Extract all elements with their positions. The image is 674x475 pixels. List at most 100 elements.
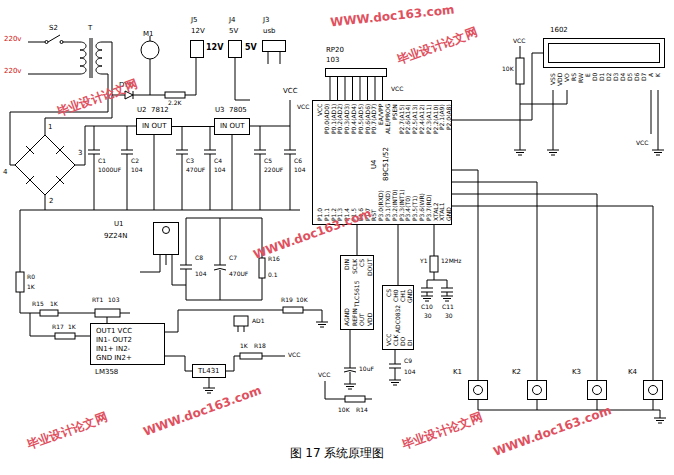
component-label: R16 <box>268 256 280 262</box>
mains-input <box>28 35 80 74</box>
wire <box>395 350 396 380</box>
pin-label: P0.6(AD6) <box>365 104 371 134</box>
pin-label: D2 <box>606 73 612 81</box>
ground-symbol <box>203 150 666 423</box>
capacitor-symbol <box>344 368 356 372</box>
pin-label: ALE/PROG <box>385 104 391 134</box>
mounting-hole <box>162 226 170 234</box>
resistor-symbol <box>40 310 58 316</box>
pin-label: CS <box>386 289 392 297</box>
pin-label: P0.4(AD4) <box>351 104 357 134</box>
component-label: 1K <box>68 324 76 330</box>
part-label: U3 <box>215 107 225 114</box>
transformer <box>90 38 92 78</box>
wire <box>209 356 285 388</box>
component-label: M1 <box>143 31 154 38</box>
component-label: C8 <box>195 255 203 261</box>
transformer <box>80 42 86 74</box>
pin-label: P0.7(AD7) <box>371 104 377 134</box>
part-label: IN OUT <box>220 123 244 130</box>
part-label: K4 <box>628 369 637 376</box>
pin-label: P3.4(T0) <box>405 196 411 221</box>
resistor-symbol <box>16 58 524 402</box>
ground-symbol <box>441 296 453 301</box>
part-label: 7805 <box>229 107 247 114</box>
push-button: K4 <box>643 380 663 400</box>
component-label: 12V <box>206 44 223 52</box>
mains-input <box>28 35 80 74</box>
component-label: VCC <box>283 88 298 95</box>
ground-symbol <box>389 380 401 385</box>
part-label: GND IN2+ <box>96 355 132 362</box>
pin-label: P1.0 <box>317 208 323 221</box>
wire <box>330 77 383 100</box>
adc-chip: CSCH0CH1GNDADC0832VCCCLKDODI <box>382 285 414 350</box>
mosfet: U19Z24N <box>153 222 179 255</box>
mains-input <box>60 41 63 44</box>
pin-label: P2.4(A12) <box>419 104 425 134</box>
pin-label: CH0 <box>393 289 399 302</box>
pin-label: P0.3(AD3) <box>344 104 350 134</box>
part-label: U1 <box>114 221 124 228</box>
part-label: RP20 <box>326 47 344 54</box>
resistor-symbol <box>259 258 265 278</box>
component-label: 12MHz <box>441 258 461 264</box>
button-cap <box>592 385 602 395</box>
component-label: R14 <box>356 407 368 413</box>
pin-label: VCC <box>317 104 323 116</box>
wire <box>452 170 478 380</box>
component-label: C2 <box>131 158 139 164</box>
pin-label: P3.6(WR) <box>419 193 425 221</box>
component-label: 104 <box>131 167 142 173</box>
wire <box>238 326 244 332</box>
pin-label: CH1 <box>400 289 406 302</box>
pin-label: AGND <box>344 308 350 326</box>
pin-label: A <box>648 73 654 77</box>
pin-label: VCC <box>386 334 392 346</box>
component-label: R18 <box>254 343 266 349</box>
transformer <box>96 42 102 74</box>
part-label: U2 <box>137 107 147 114</box>
capacitor-symbol <box>88 126 453 372</box>
pin-label: P2.3(A11) <box>426 104 432 134</box>
part-label: 1602 <box>550 27 568 34</box>
part-label: J5 <box>191 17 198 24</box>
push-button: K1 <box>468 380 488 400</box>
ground-symbol <box>344 384 356 389</box>
pin-label: P2.5(A13) <box>412 104 418 134</box>
component-label: C10 <box>421 304 433 310</box>
connector: J45V <box>228 40 242 58</box>
sensor-symbol <box>234 316 248 326</box>
component-label: VCC <box>297 104 309 110</box>
pin-label: P2.1(A9) <box>439 104 445 130</box>
sensor-symbol <box>234 316 248 326</box>
component-label: 220UF <box>264 167 283 173</box>
pin-label: P3.5(T1) <box>412 196 418 221</box>
component-label: Y1 <box>420 258 427 264</box>
usb-connector: J3usb <box>262 40 286 52</box>
component-label: 104 <box>214 167 225 173</box>
component-label: 1K <box>50 301 58 307</box>
microcontroller: VCCP0.0(AD0)P0.1(AD1)P0.2(AD2)P0.3(AD3)P… <box>312 100 452 225</box>
pin-label: VDD <box>557 73 563 86</box>
watermark: WWW.doc163.com <box>492 404 613 458</box>
pin-label: EA/VPP <box>378 104 384 125</box>
part-label: 7812 <box>151 107 169 114</box>
component-label: 103 <box>108 297 119 303</box>
component-label: VCC <box>318 372 330 378</box>
pin-label: P3.0(RXD) <box>378 190 384 221</box>
component-label: 10K <box>502 66 514 72</box>
part-label: IN1- OUT2 <box>96 337 132 344</box>
part-label: K2 <box>512 369 521 376</box>
pin-label: P1.1 <box>324 208 330 221</box>
pin-label: P3.7(RD) <box>426 194 432 221</box>
pin-label: E <box>585 73 591 77</box>
pin-label: DI <box>407 340 413 346</box>
component-label: 1K <box>240 343 248 349</box>
capacitor-symbol <box>389 364 401 368</box>
resistor-symbol <box>240 353 262 359</box>
button-cap <box>532 385 542 395</box>
component-label: 104 <box>404 369 415 375</box>
wire <box>235 52 280 100</box>
